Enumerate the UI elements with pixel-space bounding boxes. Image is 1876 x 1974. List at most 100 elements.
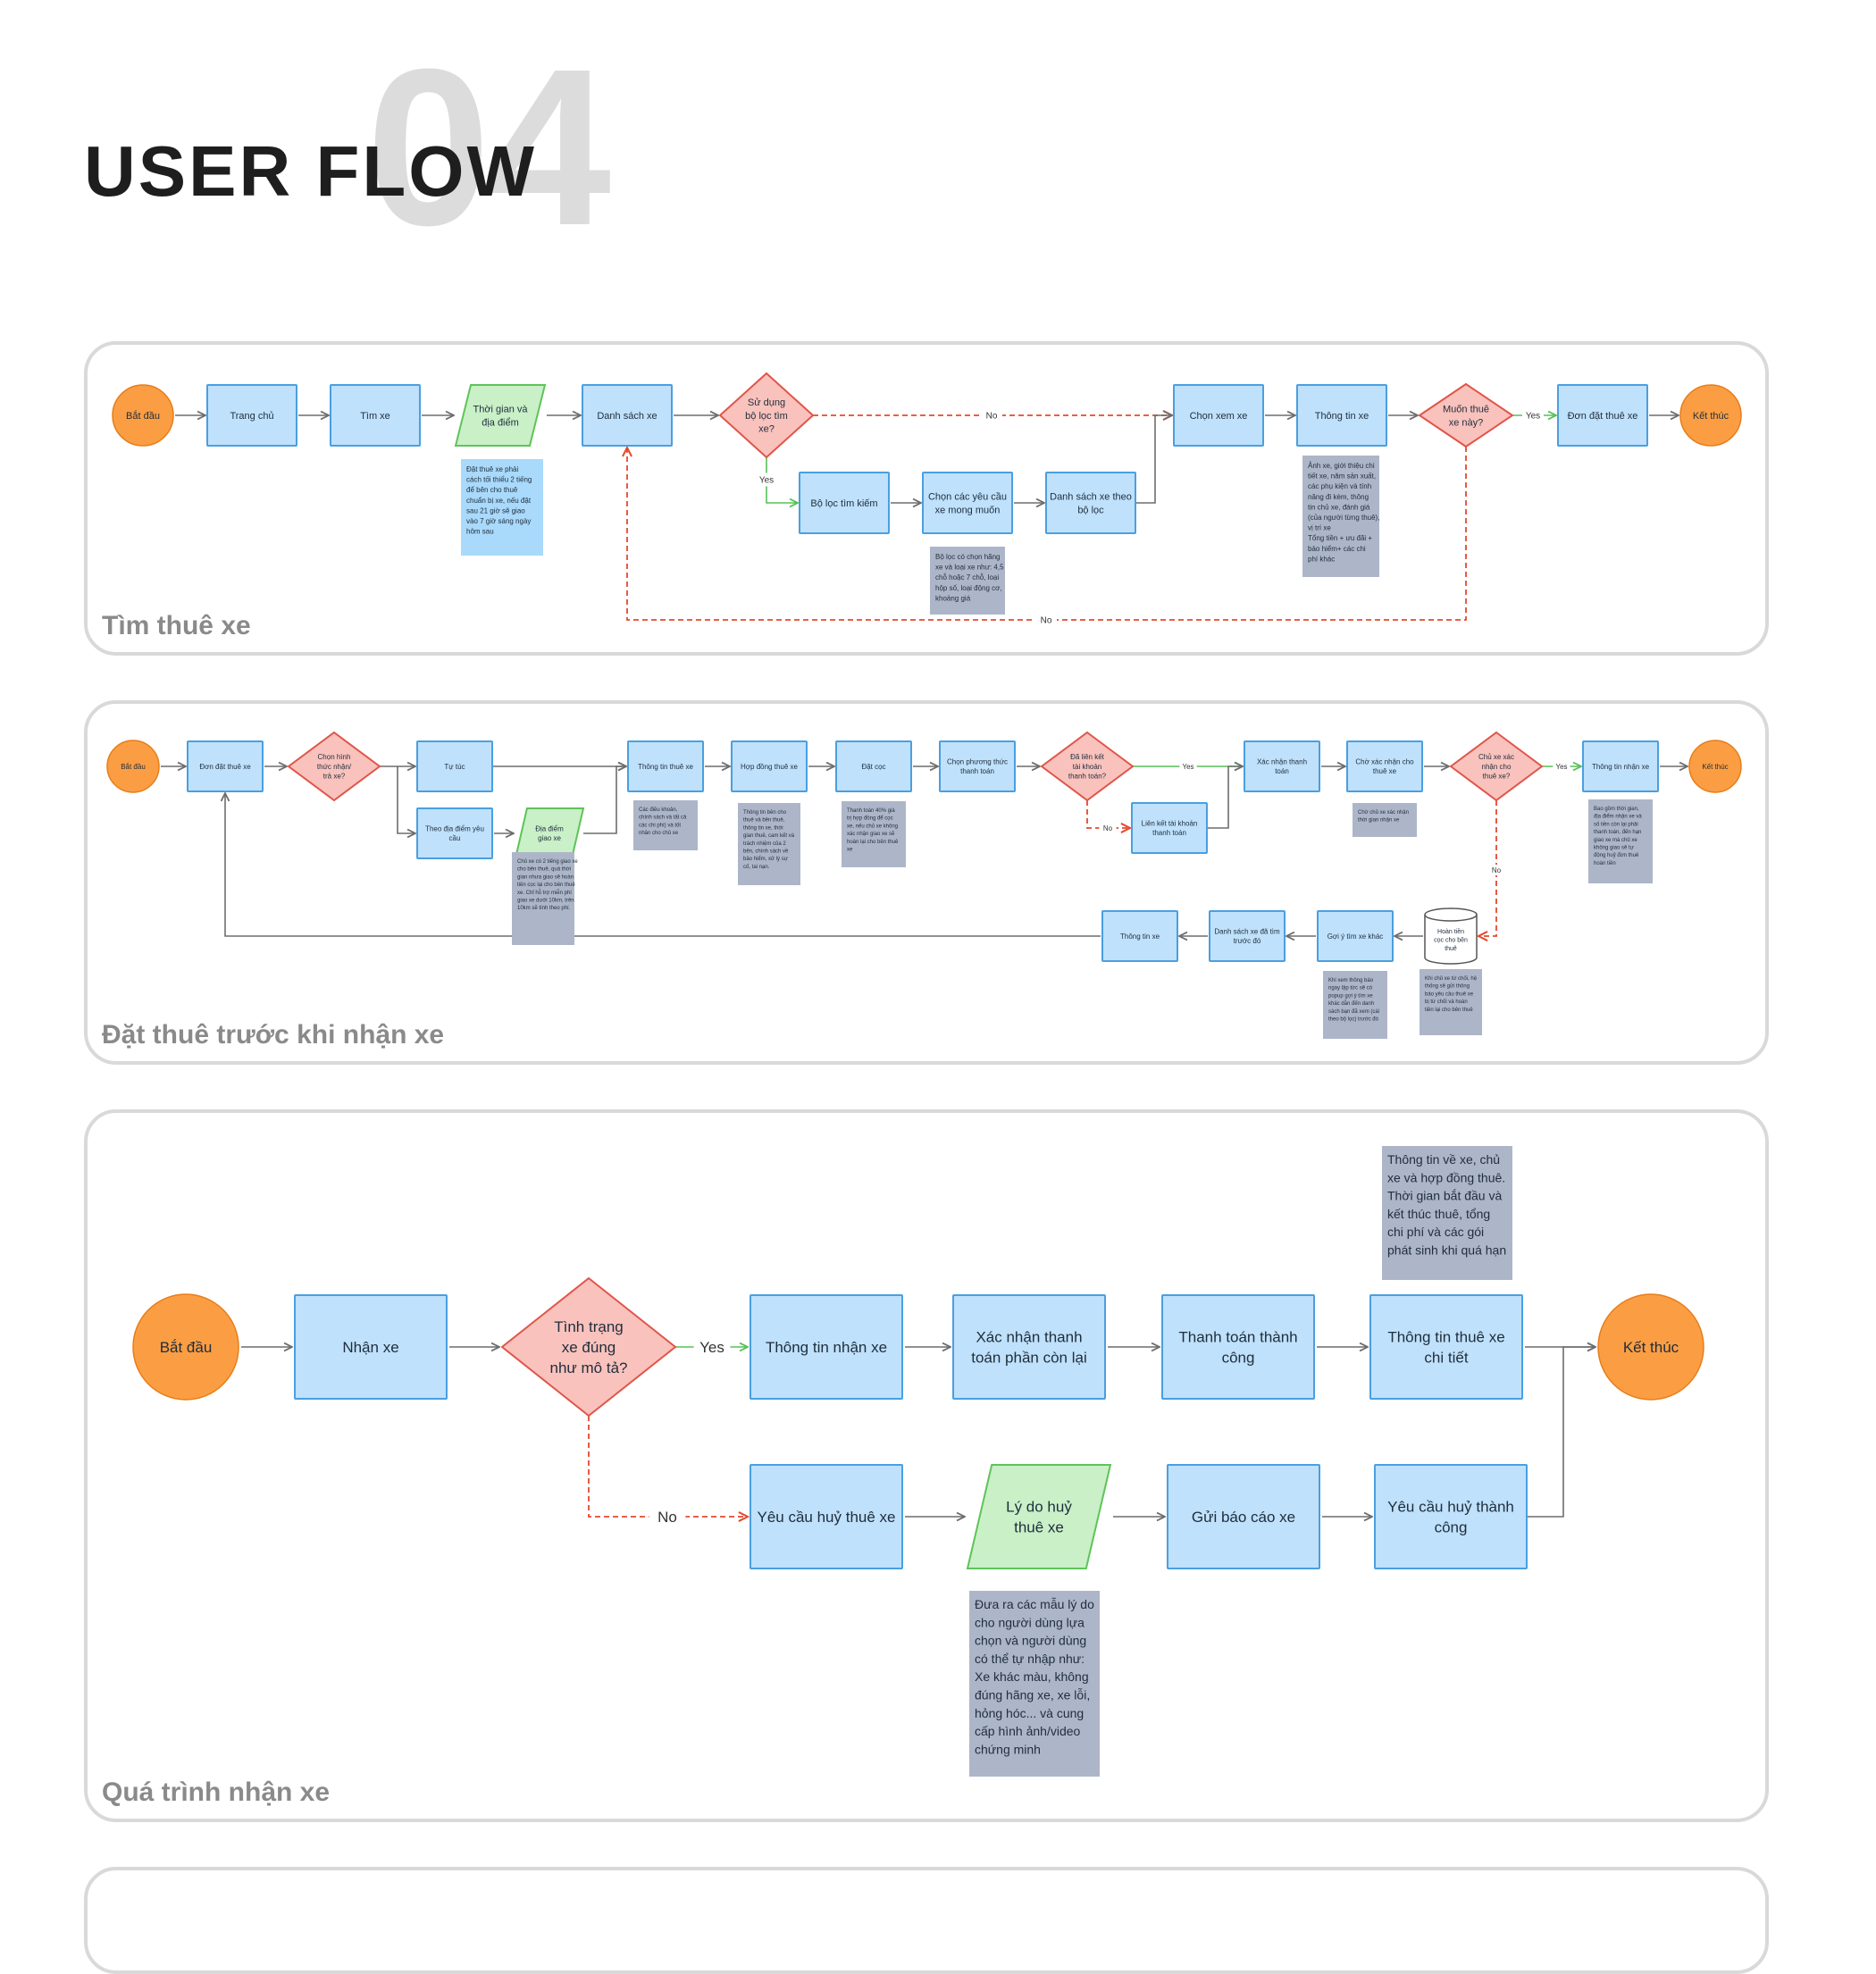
flow-node-c10 (966, 1464, 1112, 1569)
node-label: Gợi ý tìm xe khác (1327, 933, 1384, 941)
flow-node-b21 (1101, 910, 1178, 962)
edge-label: No (1492, 866, 1502, 874)
flow-node-a13 (1557, 384, 1648, 447)
flow-node-c5 (952, 1294, 1106, 1400)
flow-node-a10 (1173, 384, 1264, 447)
svg-text:Bắt đầu: Bắt đầu (121, 763, 146, 771)
flow-connector (225, 793, 1101, 937)
flow-node-b16 (1582, 740, 1659, 792)
node-label: Thông tin xe (1120, 933, 1160, 941)
edge-label: Yes (1526, 412, 1540, 422)
flow-node-c4 (750, 1294, 903, 1400)
flow-node-b3 (287, 731, 381, 802)
node-label: Đặt cọc (861, 763, 885, 771)
flow-connector (397, 766, 415, 833)
flow-node-b9 (835, 740, 912, 792)
svg-text:Bắt đầu: Bắt đầu (126, 410, 160, 422)
node-label: Gửi báo cáo xe (1192, 1509, 1295, 1526)
flow-node-a12 (1418, 382, 1514, 448)
edge-label: No (986, 412, 998, 422)
node-label: Đơn đặt thuê xe (1568, 411, 1638, 422)
flow-label-pickup: Quá trình nhận xe (102, 1777, 331, 1807)
flow-node-a14 (1679, 384, 1742, 447)
flow-connector (1478, 800, 1497, 936)
flow-node-b13 (1244, 740, 1320, 792)
flow-node-b18 (1424, 908, 1478, 965)
svg-text:Bắt đầu: Bắt đầu (160, 1339, 213, 1356)
node-label: Bộ lọc tìm kiếm (810, 498, 877, 509)
flow-node-b14 (1346, 740, 1423, 792)
edge-label: Yes (759, 476, 774, 486)
flow-node-b19 (1317, 910, 1394, 962)
flow-node-a4 (454, 384, 547, 447)
flow-node-b12 (1131, 802, 1208, 854)
flow-node-b11 (1040, 731, 1135, 802)
flow-node-c3 (500, 1276, 677, 1418)
flow-node-c1 (132, 1293, 239, 1401)
flow-label-booking: Đặt thuê trước khi nhận xe (102, 1020, 445, 1050)
flow-node-a9 (1045, 472, 1136, 534)
node-label: Yêu cầu huỷ thuê xe (757, 1509, 895, 1526)
edge-label: Yes (699, 1339, 724, 1356)
flow-node-c8 (1597, 1293, 1704, 1401)
edge-label: Yes (1555, 763, 1567, 771)
section-number: 04 (366, 22, 611, 272)
flow-node-b17 (1688, 740, 1742, 793)
flow-node-c11 (1167, 1464, 1320, 1569)
node-label: Thông tin nhận xe (766, 1339, 887, 1356)
flow-node-c12 (1374, 1464, 1528, 1569)
flow-node-b15 (1449, 731, 1544, 802)
flow-node-a7 (799, 472, 890, 534)
edge-label: No (1041, 616, 1052, 626)
flow-connector (588, 1416, 748, 1517)
flow-node-b10 (939, 740, 1016, 792)
flow-node-b4 (416, 740, 493, 792)
node-label: Đơn đặt thuê xe (199, 763, 251, 771)
flow-panel-next (84, 1867, 1769, 1974)
node-label: Trang chủ (230, 411, 273, 422)
flow-connector (1527, 1347, 1595, 1518)
page-title: USER FLOW (84, 131, 537, 211)
flow-connector (1135, 415, 1172, 504)
node-label: Tự túc (444, 763, 465, 771)
flow-node-c6 (1161, 1294, 1315, 1400)
flow-node-a11 (1296, 384, 1387, 447)
edge-label: No (1103, 824, 1113, 832)
flow-node-a2 (206, 384, 297, 447)
flow-node-b6 (514, 807, 585, 859)
node-label: Tìm xe (360, 411, 390, 422)
svg-text:Bao gồm thời gian,địa điểm nhậ: Bao gồm thời gian,địa điểm nhận xe vàsố … (1594, 807, 1642, 866)
flow-node-b1 (106, 740, 160, 793)
flow-node-b7 (627, 740, 704, 792)
